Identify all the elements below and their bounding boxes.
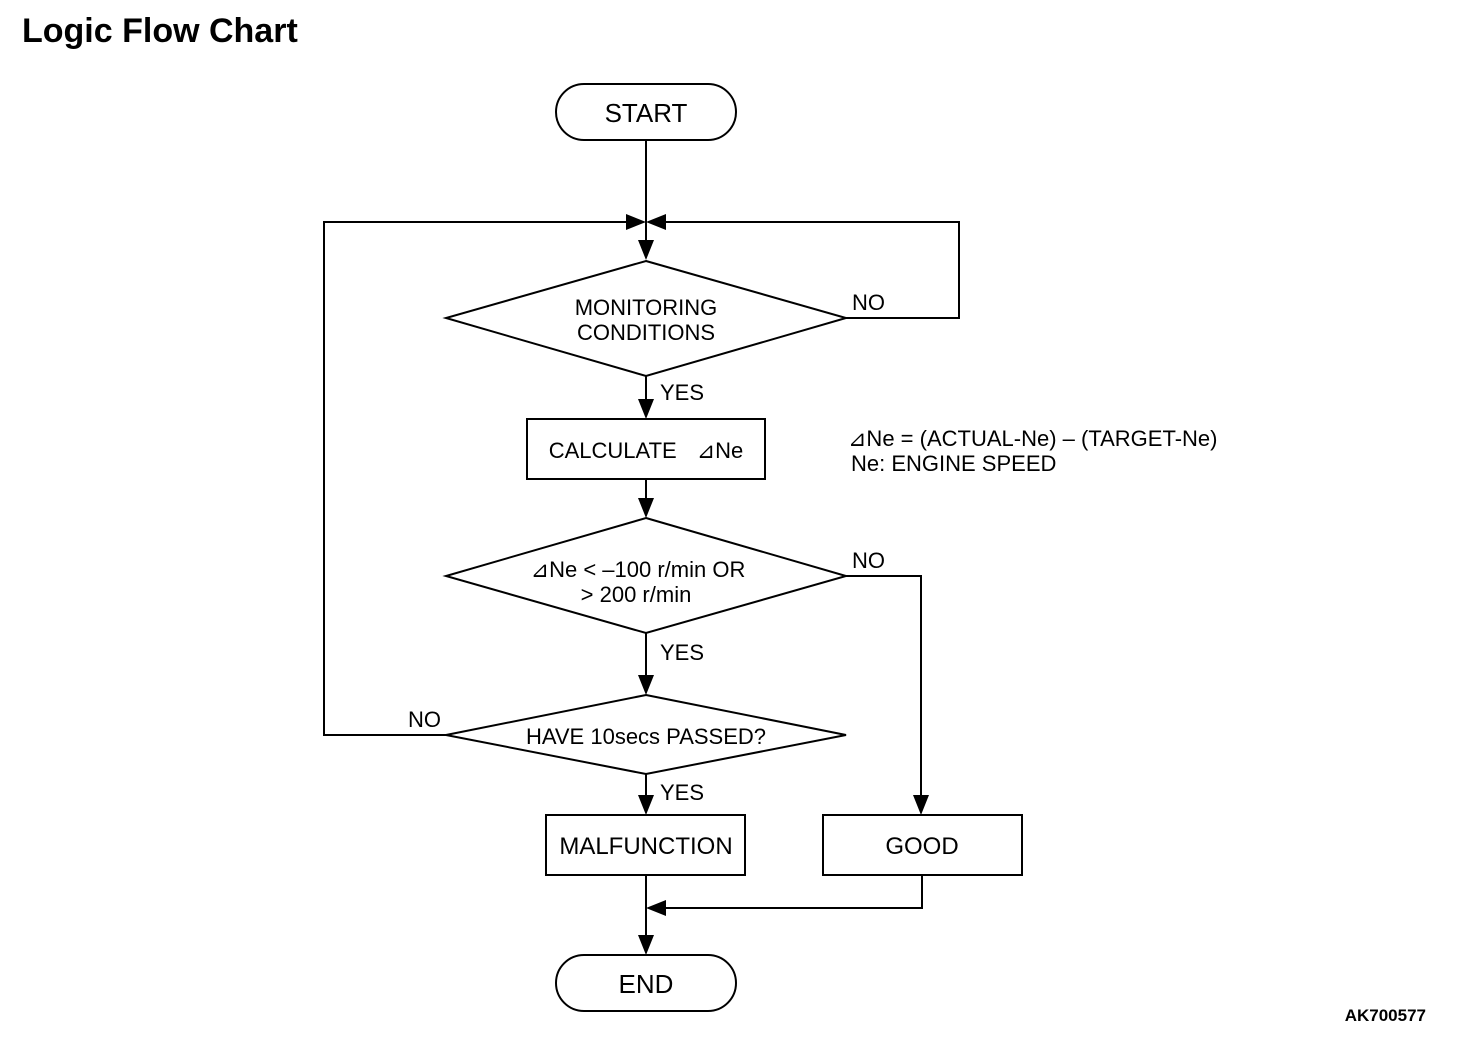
arrowhead-merge-left [626, 214, 646, 230]
connector-timer-no-loop [323, 221, 628, 736]
monitoring-conditions-decision: MONITORING CONDITIONS [442, 259, 850, 378]
ne-definition: Ne: ENGINE SPEED [851, 451, 1056, 476]
condition-diamond [442, 516, 850, 635]
page-title: Logic Flow Chart [22, 12, 298, 50]
arrowhead-into-calculate [638, 399, 654, 419]
arrowhead-merge-right [646, 214, 666, 230]
end-terminator [555, 954, 737, 1012]
start-node: START [555, 83, 737, 141]
arrowhead-into-malfunction [638, 795, 654, 815]
calculate-variable: Ne [715, 438, 743, 463]
calculate-process: CALCULATE ⊿Ne [526, 418, 766, 480]
end-label: END [619, 969, 674, 999]
good-box [822, 814, 1023, 876]
timer-label: HAVE 10secs PASSED? [526, 724, 766, 749]
delta-ne-definition: ⊿Ne = (ACTUAL-Ne) – (TARGET-Ne) [848, 426, 1217, 451]
timer-no-label: NO [408, 707, 441, 732]
condition-yes-label: YES [660, 640, 704, 665]
calculate-text: CALCULATE [549, 438, 677, 463]
arrowhead-good-merge [646, 900, 666, 916]
timer-diamond [445, 693, 847, 776]
end-node: END [555, 954, 737, 1012]
arrowhead-into-good [913, 795, 929, 815]
monitoring-diamond [442, 259, 850, 378]
malfunction-label: MALFUNCTION [559, 833, 732, 860]
condition-label-line2: > 200 r/min [581, 582, 692, 607]
delta-ne-condition-decision: ⊿Ne < –100 r/min OR > 200 r/min [442, 516, 850, 635]
monitoring-no-label: NO [852, 290, 885, 315]
good-result: GOOD [822, 814, 1023, 876]
condition-label-line1: ⊿Ne < –100 r/min OR [531, 557, 746, 582]
delta-ne-symbol: ⊿ [697, 438, 715, 463]
condition-no-label: NO [852, 548, 885, 573]
arrowhead-into-timer [638, 675, 654, 695]
calculate-label: CALCULATE ⊿Ne [549, 438, 744, 463]
figure-code: AK700577 [1345, 1006, 1426, 1025]
arrowhead-into-monitoring [638, 240, 654, 260]
arrowhead-into-condition [638, 498, 654, 518]
connectors [323, 140, 960, 938]
monitoring-label-line2: CONDITIONS [577, 320, 715, 345]
connector-condition-no-to-good [846, 575, 922, 798]
arrowheads [626, 214, 929, 955]
connector-monitoring-no-loop [664, 221, 960, 319]
malfunction-result: MALFUNCTION [545, 814, 746, 876]
monitoring-label-line1: MONITORING [575, 295, 718, 320]
good-label: GOOD [885, 833, 958, 860]
timer-decision: HAVE 10secs PASSED? [445, 693, 847, 776]
definition-notes: ⊿Ne = (ACTUAL-Ne) – (TARGET-Ne) Ne: ENGI… [848, 426, 1217, 476]
start-terminator [555, 83, 737, 141]
start-label: START [605, 98, 688, 128]
arrowhead-into-end [638, 935, 654, 955]
connector-good-to-end [664, 875, 923, 909]
calculate-box [526, 418, 766, 480]
timer-yes-label: YES [660, 780, 704, 805]
malfunction-box [545, 814, 746, 876]
monitoring-yes-label: YES [660, 380, 704, 405]
